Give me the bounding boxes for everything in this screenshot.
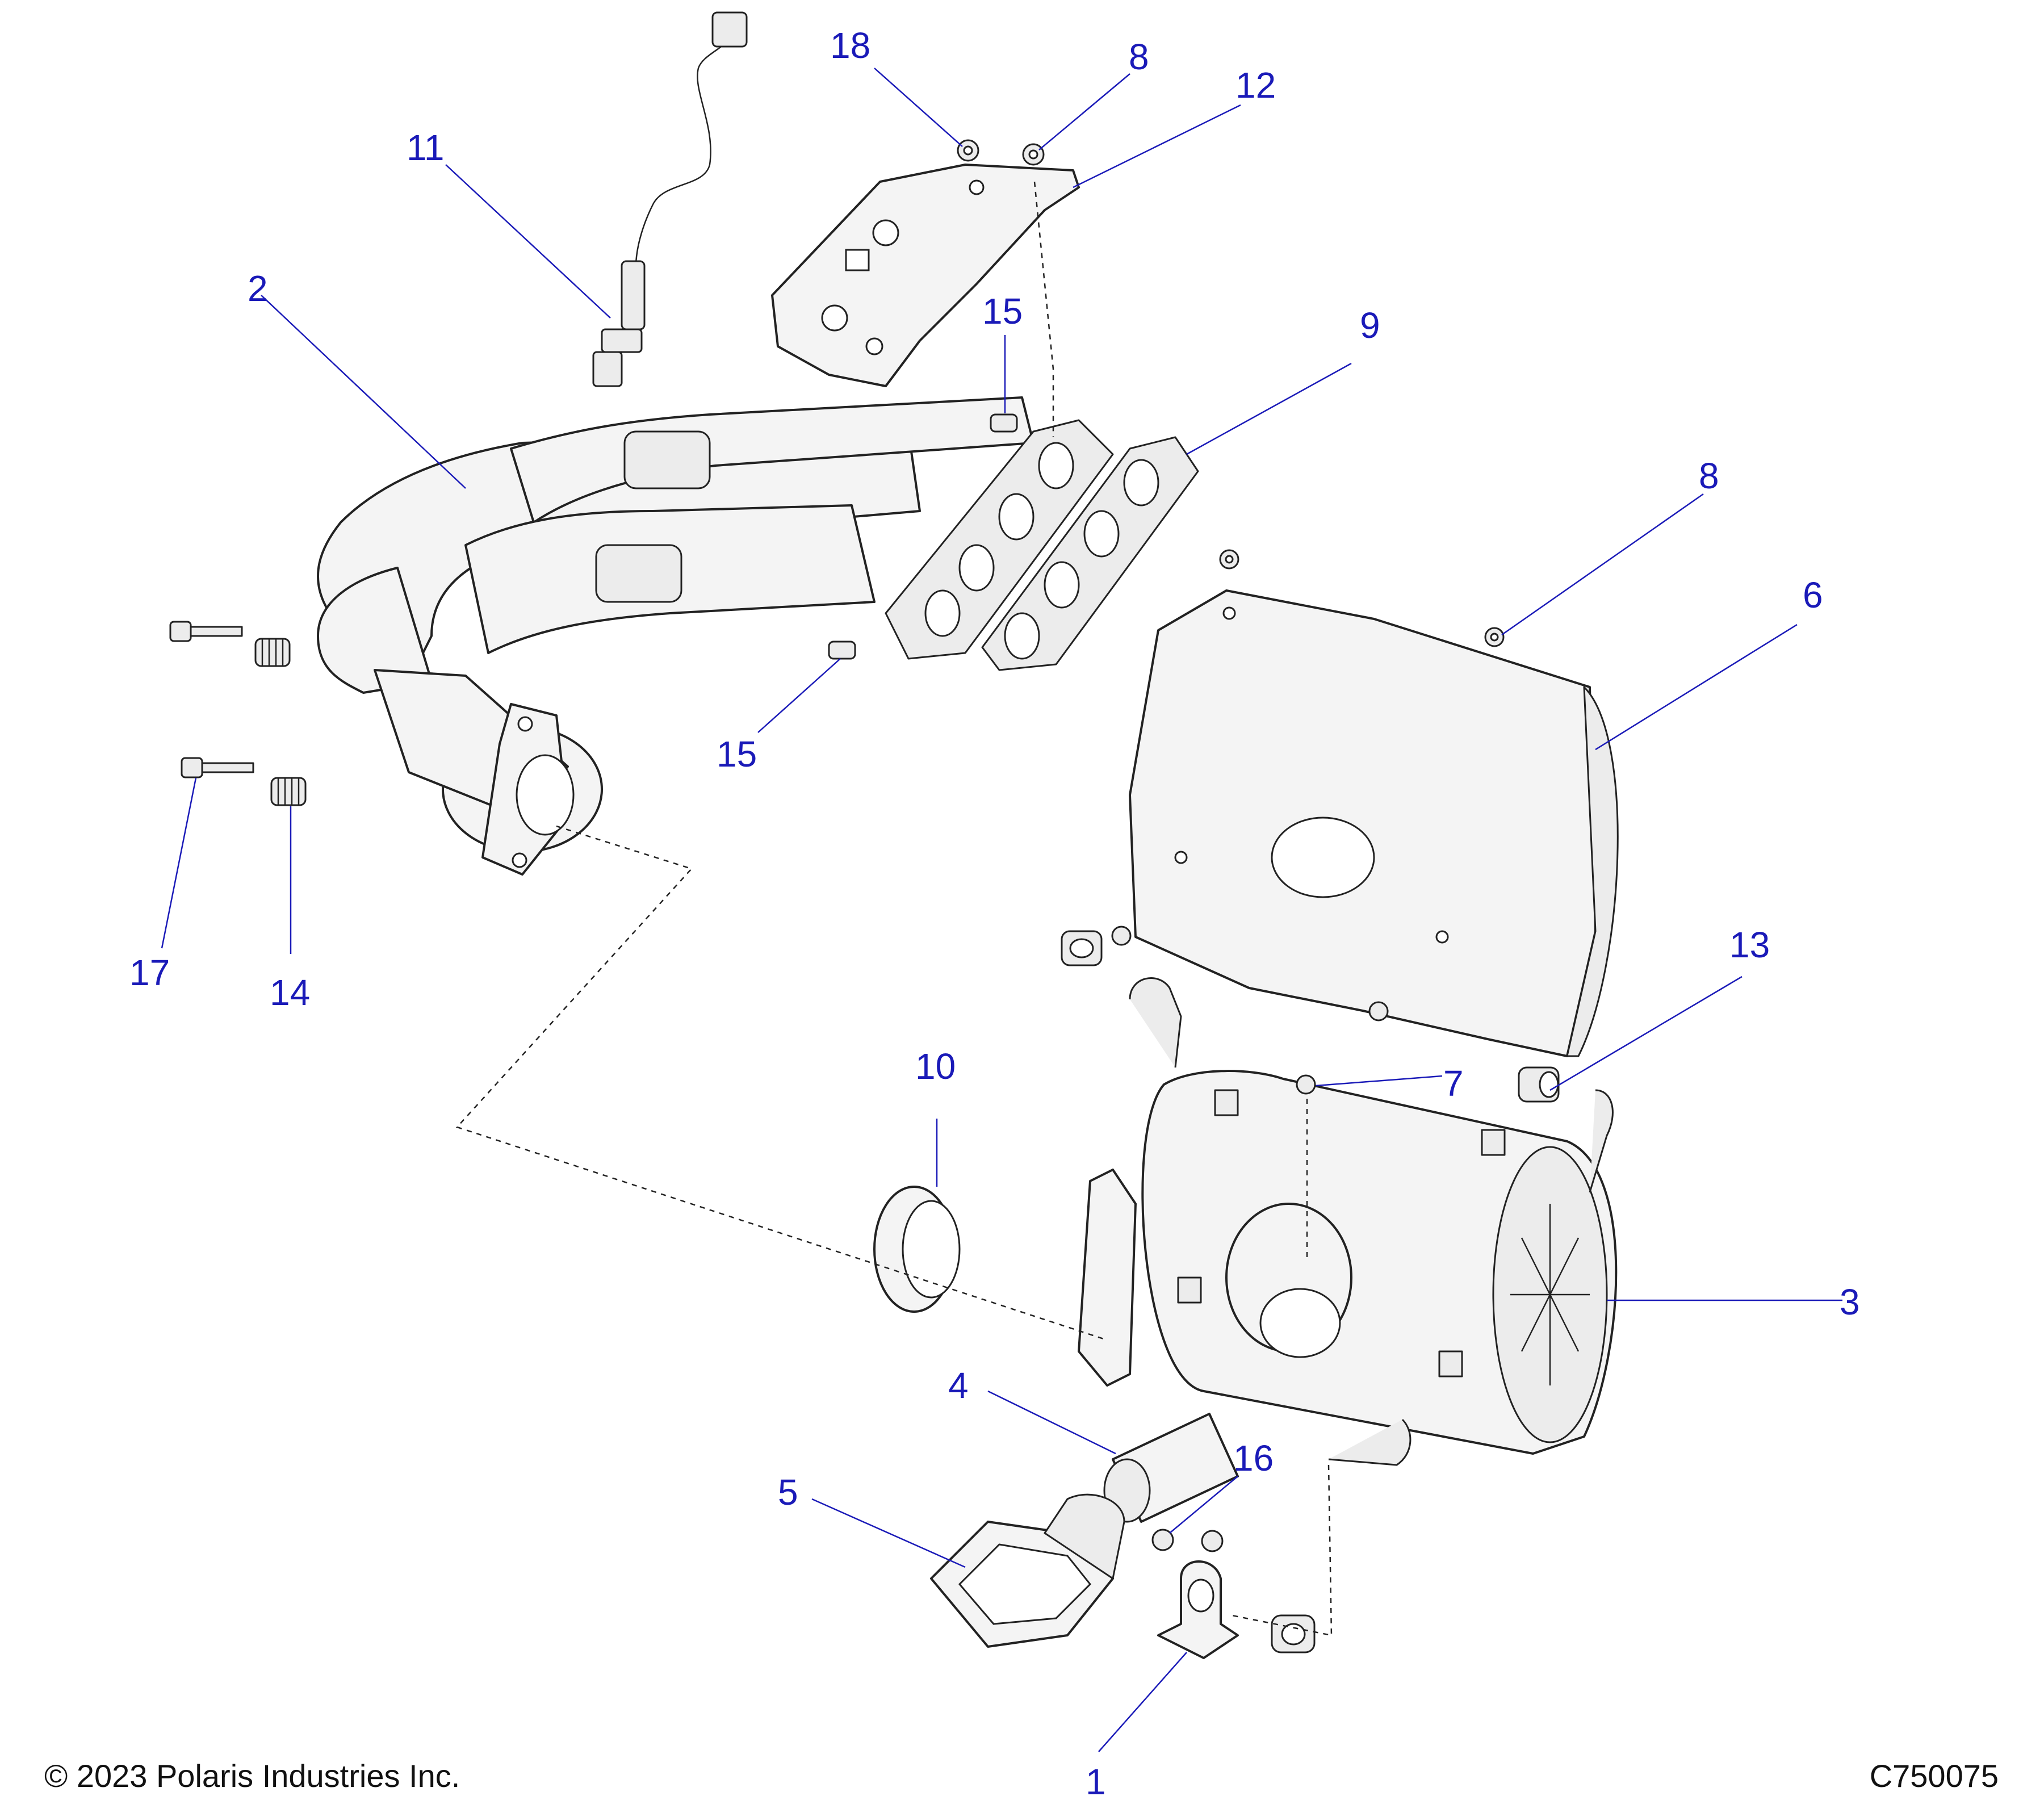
bolt-16-left bbox=[1151, 1529, 1174, 1551]
nut-8-top bbox=[1022, 143, 1045, 166]
exhaust-tip bbox=[930, 1493, 1125, 1648]
nut-shield-bottom bbox=[1368, 1001, 1389, 1021]
nut-shield-top bbox=[1219, 549, 1239, 570]
callout-15-upper: 15 bbox=[982, 291, 1023, 332]
muffler bbox=[1078, 977, 1618, 1466]
callout-12: 12 bbox=[1235, 65, 1276, 106]
callout-2: 2 bbox=[248, 268, 268, 309]
stud-15-lower bbox=[828, 640, 856, 660]
tail-pipe bbox=[1103, 1413, 1239, 1523]
mount-bracket bbox=[1157, 1560, 1239, 1659]
gasket-ring-10 bbox=[873, 1186, 961, 1313]
callout-18: 18 bbox=[830, 25, 870, 66]
callout-13: 13 bbox=[1729, 924, 1770, 965]
callout-8-top: 8 bbox=[1129, 36, 1149, 77]
header-outlet-flange bbox=[481, 703, 575, 876]
callout-14: 14 bbox=[270, 972, 310, 1013]
callout-16: 16 bbox=[1233, 1438, 1274, 1479]
exhaust-flange-gaskets bbox=[885, 419, 1199, 671]
stud-15-upper bbox=[990, 413, 1018, 433]
callout-15-lower: 15 bbox=[717, 734, 757, 774]
callout-3: 3 bbox=[1840, 1282, 1860, 1322]
grommet-bracket bbox=[1271, 1614, 1316, 1653]
callout-6: 6 bbox=[1803, 575, 1823, 616]
grommet-13-left bbox=[1061, 930, 1103, 966]
upper-heat-shield bbox=[771, 164, 1080, 387]
oxygen-sensor bbox=[592, 11, 748, 387]
nut-8-shield bbox=[1484, 627, 1505, 647]
exhaust-header bbox=[317, 396, 1034, 853]
callout-11: 11 bbox=[407, 127, 444, 168]
bolt-7 bbox=[1296, 1074, 1316, 1095]
figure-id: C750075 bbox=[1869, 1758, 1999, 1794]
callout-9: 9 bbox=[1360, 305, 1380, 346]
spring-14-lower bbox=[270, 777, 307, 806]
callout-5: 5 bbox=[778, 1472, 798, 1513]
callout-10: 10 bbox=[915, 1046, 956, 1087]
bolt-17-lower bbox=[181, 757, 254, 778]
muffler-heat-shield bbox=[1129, 589, 1619, 1057]
spring-14-upper bbox=[254, 638, 291, 667]
bolt-17-upper bbox=[169, 621, 243, 642]
assembly-line-shield-nut bbox=[1033, 181, 1054, 437]
nut-shield-left bbox=[1111, 926, 1132, 946]
callout-4: 4 bbox=[948, 1365, 969, 1406]
copyright-notice: © 2023 Polaris Industries Inc. bbox=[44, 1758, 460, 1794]
callout-7: 7 bbox=[1443, 1063, 1464, 1104]
bolt-16-right bbox=[1201, 1530, 1224, 1552]
callout-8-shield: 8 bbox=[1699, 455, 1719, 496]
grommet-13-right bbox=[1518, 1066, 1560, 1103]
assembly-line-bracket bbox=[1232, 1464, 1333, 1636]
leader-lines bbox=[161, 68, 1842, 1752]
assembly-line-header-to-muffler bbox=[455, 825, 1108, 1341]
nut-18 bbox=[957, 139, 979, 162]
callout-1: 1 bbox=[1086, 1761, 1106, 1802]
callout-17: 17 bbox=[129, 952, 170, 993]
